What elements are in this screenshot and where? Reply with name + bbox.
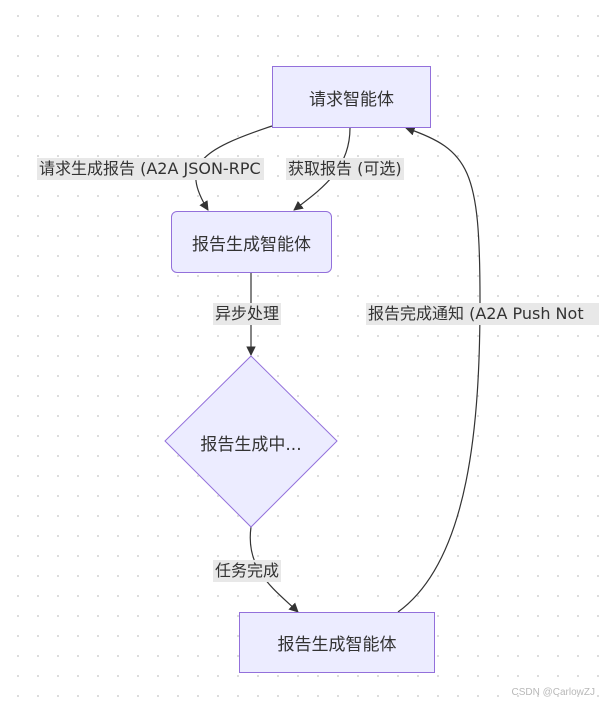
watermark-text: CSDN @CarlowZJ xyxy=(511,687,596,698)
report-agent-bottom-label: 报告生成智能体 xyxy=(277,635,397,655)
generating-text: 报告生成中... xyxy=(200,435,302,455)
requesting-agent-node[interactable]: 请求智能体 xyxy=(272,66,431,128)
edge-push-notify xyxy=(397,126,481,613)
report-agent-top-node[interactable]: 报告生成智能体 xyxy=(171,211,332,273)
requesting-agent-label: 请求智能体 xyxy=(309,89,394,110)
report-agent-top-label: 报告生成智能体 xyxy=(192,234,311,255)
generating-node-label[interactable]: 报告生成中... xyxy=(180,430,322,455)
edge-label-request-report: 请求生成报告 (A2A JSON-RPC xyxy=(37,158,264,180)
edge-label-task-done: 任务完成 xyxy=(213,560,282,582)
edge-label-push-notify: 报告完成通知 (A2A Push Not xyxy=(366,303,599,325)
edge-label-async-process: 异步处理 xyxy=(213,303,282,325)
edge-label-fetch-report: 获取报告 (可选) xyxy=(286,158,404,180)
report-agent-bottom-node[interactable]: 报告生成智能体 xyxy=(239,612,435,673)
generating-diamond-shape xyxy=(164,355,338,528)
